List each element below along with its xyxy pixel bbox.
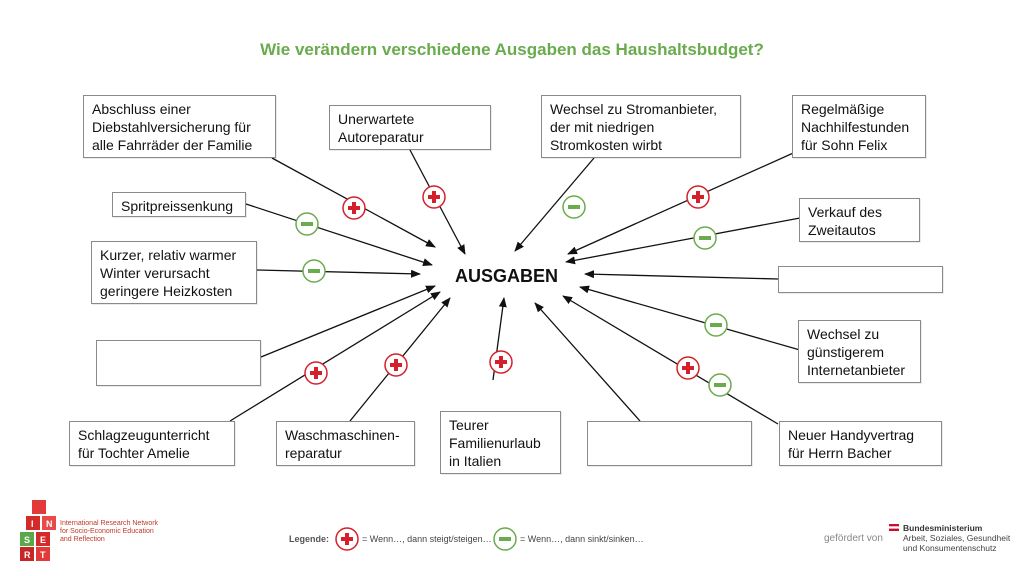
box-line: Autoreparatur [338,129,424,145]
box-line: der mit niedrigen [550,119,655,135]
logo-text: International Research Network for Socio… [60,520,158,544]
box-line: Neuer Handyvertrag [788,427,915,443]
box-line: Stromkosten wirbt [550,137,663,153]
box-line: reparatur [285,445,342,461]
box-line: Unerwartete [338,111,415,127]
arrow [534,302,641,422]
legend-minus-icon [493,527,517,551]
logo-text-line: and Reflection [60,536,105,543]
plus-badge-icon [686,185,710,209]
plus-badge-icon [676,356,700,380]
box-schlagzeug: Schlagzeugunterricht für Tochter Amelie [69,421,235,466]
arrow [514,157,595,252]
ministry-line: Arbeit, Soziales, Gesundheit [903,533,1011,543]
minus-badge-icon [562,195,586,219]
box-handyvertrag: Neuer Handyvertrag für Herrn Bacher [779,421,942,466]
box-stromanbieter: Wechsel zu Stromanbieter, der mit niedri… [541,95,741,158]
box-line: Wechsel zu Stromanbieter, [550,101,718,117]
plus-badge-icon [342,196,366,220]
logo-text-line: International Research Network [60,520,159,527]
arrow [229,291,441,422]
logo-letter: T [40,550,46,560]
box-line: Regelmäßige [801,101,885,117]
plus-badge-icon [384,353,408,377]
box-line: für Sohn Felix [801,137,888,153]
minus-badge-icon [295,212,319,236]
legend-label: Legende: [289,534,330,544]
box-line: Schlagzeugunterricht [78,427,210,443]
legend-plus-text: = Wenn…, dann steigt/steigen… [362,534,492,544]
box-line: geringere Heizkosten [100,283,233,299]
logo-letter: N [46,519,53,529]
logo-letter: I [31,519,34,529]
box-line: für Herrn Bacher [788,445,892,461]
arrow [565,217,801,265]
box-line: Diebstahlversicherung für [92,119,251,135]
minus-badge-icon [693,226,717,250]
box-spritpreissenkung: Spritpreissenkung [112,192,246,217]
box-zweitauto: Verkauf des Zweitautos [799,198,920,242]
box-empty-right [778,266,943,293]
legend-plus-icon [335,527,359,551]
box-internet: Wechsel zu günstigerem Internetanbieter [798,320,921,383]
arrow [260,285,436,358]
box-line: alle Fahrräder der Familie [92,137,253,153]
ministry-line: Bundesministerium [903,523,983,533]
box-line: Familienurlaub [449,435,541,451]
box-line: Abschluss einer [92,101,191,117]
legend-minus-text: = Wenn…, dann sinkt/sinken… [520,534,644,544]
insert-logo: I N S E R T [20,500,56,561]
box-line: Wechsel zu [807,326,880,342]
box-autoreparatur: Unerwartete Autoreparatur [329,105,491,150]
ministry-logo-text: Bundesministerium Arbeit, Soziales, Gesu… [903,523,1010,553]
logo-text-line: for Socio-Economic Education [60,528,154,535]
box-line: für Tochter Amelie [78,445,190,461]
box-diebstahlversicherung: Abschluss einer Diebstahlversicherung fü… [83,95,276,158]
plus-badge-icon [489,350,513,374]
minus-badge-icon [704,313,728,337]
arrow [256,269,421,278]
minus-badge-icon [708,373,732,397]
box-waschmaschine: Waschmaschinen- reparatur [276,421,415,466]
center-node-ausgaben: AUSGABEN [455,266,559,286]
box-urlaub: Teurer Familienurlaub in Italien [440,411,561,474]
arrow [584,270,779,280]
arrow [579,285,801,351]
ministry-line: und Konsumentenschutz [903,543,997,553]
box-line: Waschmaschinen- [285,427,400,443]
minus-badge-icon [302,259,326,283]
box-line: Winter verursacht [100,265,210,281]
logo-letter: R [24,550,31,560]
box-line: Kurzer, relativ warmer [100,247,237,263]
box-line: Internetanbieter [807,362,906,378]
plus-badge-icon [422,185,446,209]
box-line: Teurer [449,417,489,433]
box-line: Zweitautos [808,222,876,238]
austria-flag-icon [889,524,899,531]
box-line: Nachhilfestunden [801,119,910,135]
funded-by-text: gefördert von [824,533,883,544]
box-empty-left [96,340,261,386]
box-line: Spritpreissenkung [121,198,234,214]
arrow [567,149,801,255]
box-nachhilfe: Regelmäßige Nachhilfestunden für Sohn Fe… [792,95,926,158]
box-empty-bottom [587,421,752,466]
arrow [562,295,779,425]
logo-letter: E [40,535,46,545]
logo-letter: S [24,535,30,545]
box-line: in Italien [449,453,502,469]
plus-badge-icon [304,361,328,385]
page-title: Wie verändern verschiedene Ausgaben das … [260,40,764,59]
box-line: günstigerem [807,344,885,360]
box-winter: Kurzer, relativ warmer Winter verursacht… [91,241,257,304]
arrow [245,203,433,266]
box-line: Verkauf des [808,204,882,220]
